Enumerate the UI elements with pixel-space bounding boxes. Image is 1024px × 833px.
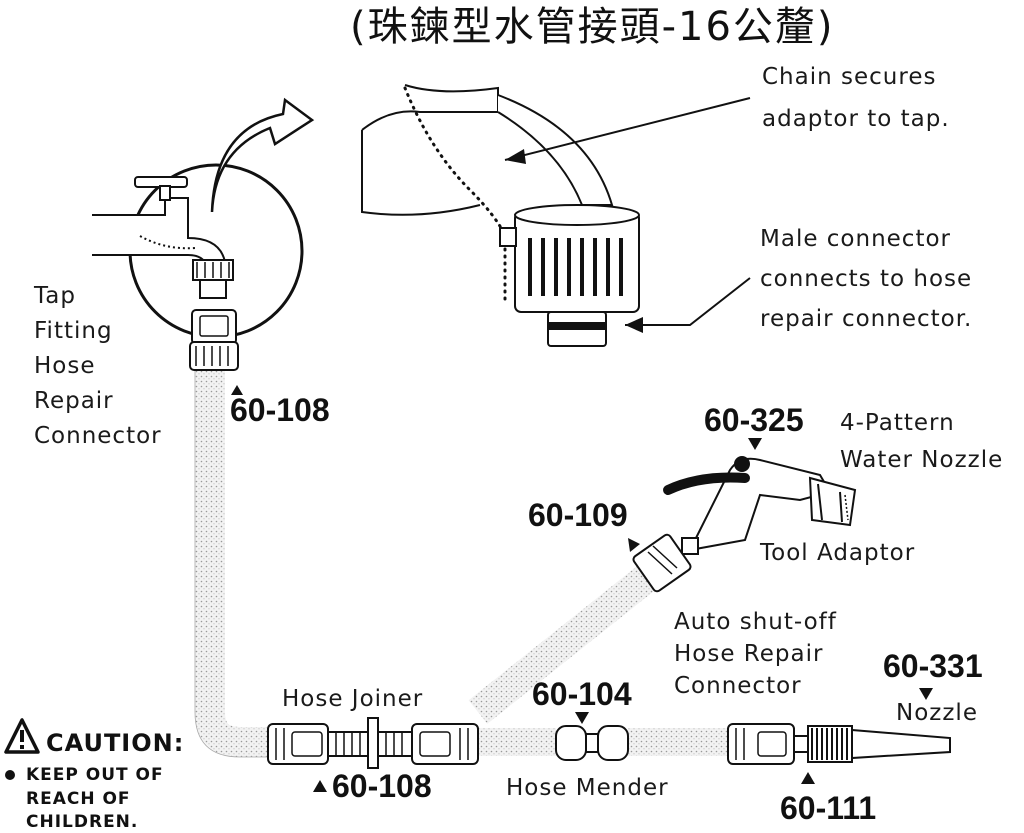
part-code-hose-joiner: 60-108 (332, 768, 432, 804)
tap-detail (361, 84, 640, 347)
hose-mender (555, 725, 629, 761)
caution-line-2: REACH OF (26, 789, 131, 809)
part-code-nozzle: 60-331 (883, 648, 983, 684)
callout-tool-adaptor: Tool Adaptor (760, 540, 916, 566)
callout-tap-2: Fitting (34, 318, 113, 344)
caution-heading: CAUTION: (46, 729, 185, 757)
callout-tap-4: Repair (34, 388, 114, 414)
pointer-up (313, 780, 327, 792)
hose-segment (628, 728, 728, 756)
callout-four-pattern-1: 4-Pattern (840, 410, 955, 436)
callout-tap-1: Tap (34, 283, 76, 309)
pointer-down (575, 712, 589, 724)
tap-connector (189, 309, 239, 371)
zoom-arrow (210, 97, 315, 213)
pointer-down (628, 538, 640, 552)
pointer-down (919, 688, 933, 700)
callout-hose-mender: Hose Mender (506, 775, 669, 801)
callout-male-line3: repair connector. (760, 306, 973, 332)
garden-hose (468, 563, 660, 724)
callout-tap-5: Connector (34, 423, 162, 449)
callout-arrow (504, 97, 751, 161)
part-code-hose-mender: 60-104 (532, 676, 632, 712)
bullet-icon (5, 770, 15, 780)
callout-hose-joiner: Hose Joiner (282, 686, 424, 712)
callout-auto-shutoff-2: Hose Repair (674, 641, 824, 667)
page-title: (珠鍊型水管接頭-16公釐) (350, 4, 835, 50)
warning-icon (4, 718, 40, 754)
pointer-up (801, 772, 815, 784)
callout-male-line2: connects to hose (760, 266, 973, 292)
part-code-auto-shutoff: 60-111 (780, 790, 877, 826)
callout-tap-3: Hose (34, 353, 96, 379)
callout-arrow (625, 277, 751, 326)
callout-four-pattern-2: Water Nozzle (840, 447, 1004, 473)
auto-shutoff-connector (727, 723, 809, 765)
caution-line-3: CHILDREN. (26, 812, 139, 832)
pointer-up (231, 385, 243, 395)
callout-male-line1: Male connector (760, 226, 952, 252)
callout-auto-shutoff-3: Connector (674, 673, 802, 699)
part-code-tool-adaptor: 60-109 (528, 497, 628, 533)
garden-hose (195, 368, 272, 757)
callout-chain-line2: adaptor to tap. (762, 106, 950, 132)
caution-line-1: KEEP OUT OF (26, 765, 164, 785)
callout-chain-line1: Chain secures (762, 64, 937, 90)
part-code-tap-connector: 60-108 (230, 392, 330, 428)
pointer-down (748, 438, 762, 450)
hose-nozzle (807, 725, 951, 763)
hose-segment (478, 728, 556, 756)
tap-closeup (92, 163, 304, 339)
callout-nozzle: Nozzle (896, 700, 978, 726)
spray-gun (632, 456, 857, 593)
callout-auto-shutoff-1: Auto shut-off (674, 609, 837, 635)
hose-joiner (267, 717, 479, 769)
part-code-spray-nozzle: 60-325 (704, 402, 804, 438)
